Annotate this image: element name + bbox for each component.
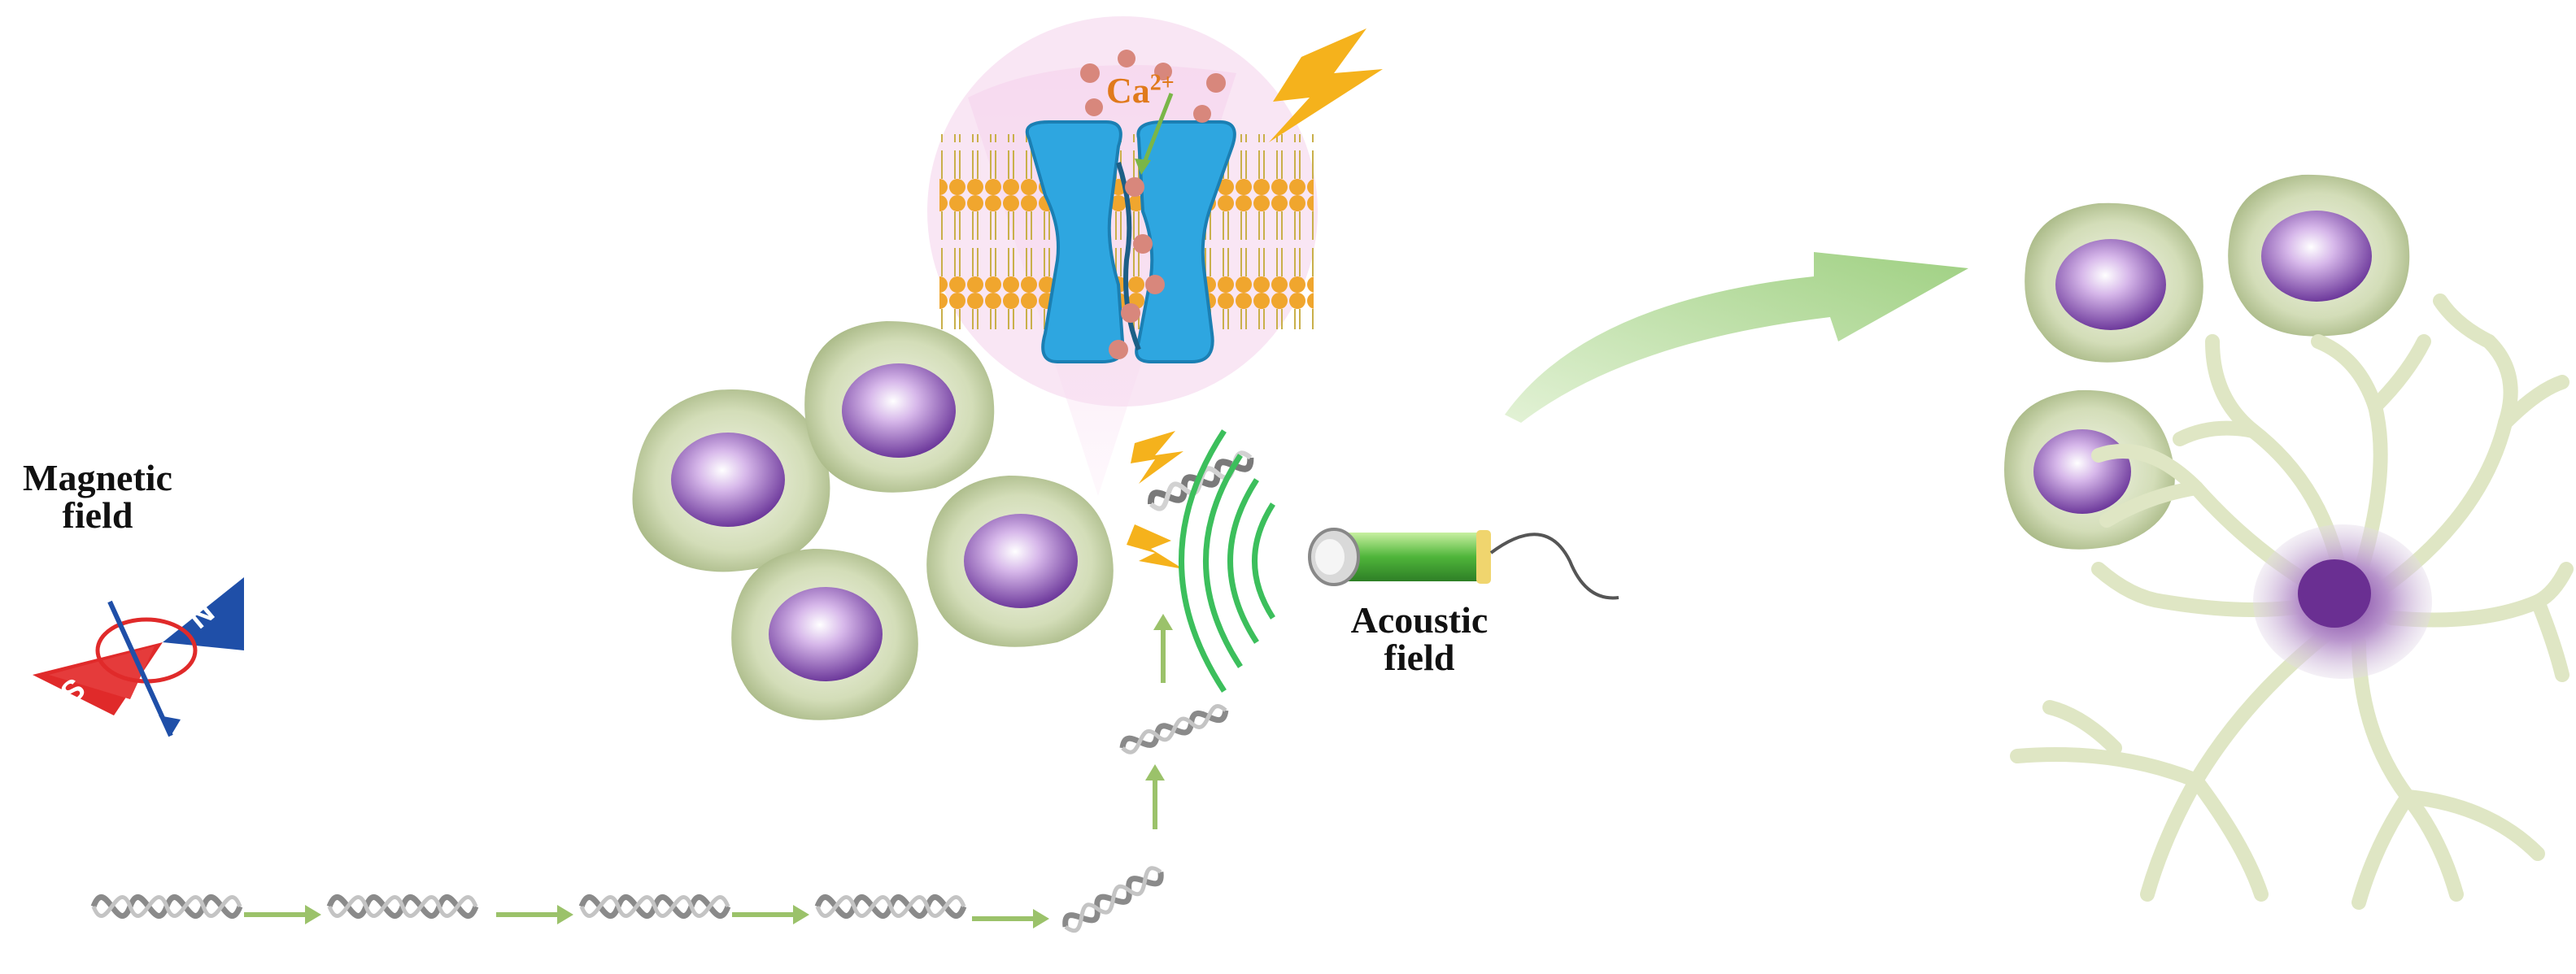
ion-channel-icon: [1025, 120, 1236, 363]
cell: [926, 476, 1114, 647]
calcium-ions: [1080, 50, 1226, 359]
small-arrow: [1153, 614, 1173, 683]
lightning-icon: [1127, 431, 1183, 569]
magnetic-label-line2: field: [62, 494, 133, 536]
acoustic-waves: [1179, 429, 1275, 693]
membrane-zoom: [927, 16, 1318, 407]
magnet-icon: S N: [33, 577, 244, 737]
dna-strand-icon: [578, 894, 731, 919]
dna-strand-icon: [90, 894, 243, 919]
small-arrow: [244, 905, 321, 924]
magnetic-label-line1: Magnetic: [23, 457, 172, 498]
cell: [632, 389, 830, 572]
magnetic-field-label: Magnetic field: [0, 459, 195, 534]
cell: [731, 549, 918, 720]
dna-strand-icon: [326, 894, 479, 919]
small-arrow: [972, 909, 1049, 928]
calcium-ion-label: Ca2+: [1106, 70, 1175, 111]
dna-strand-icon: [1062, 866, 1164, 933]
transducer-icon: [1308, 528, 1619, 600]
dna-strand-icon: [814, 894, 967, 919]
cell: [804, 321, 995, 493]
acoustic-label-line2: field: [1384, 637, 1455, 678]
dna-strand-icon: [1119, 704, 1229, 754]
small-arrow: [732, 905, 809, 924]
calcium-charge: 2+: [1149, 70, 1175, 96]
small-arrow: [496, 905, 573, 924]
small-arrow: [1145, 764, 1165, 829]
cell-cluster: [632, 321, 1114, 720]
cell: [2004, 389, 2175, 550]
cell: [2025, 202, 2203, 363]
lightning-icon: [1269, 28, 1383, 142]
progress-arrow: [1505, 252, 1968, 423]
neuron-body: [2253, 524, 2432, 679]
dna-strand-row: [90, 450, 1254, 933]
acoustic-field-label: Acoustic field: [1334, 602, 1505, 676]
calcium-symbol: Ca: [1106, 71, 1150, 111]
cell: [2228, 174, 2410, 337]
acoustic-label-line1: Acoustic: [1350, 599, 1489, 641]
